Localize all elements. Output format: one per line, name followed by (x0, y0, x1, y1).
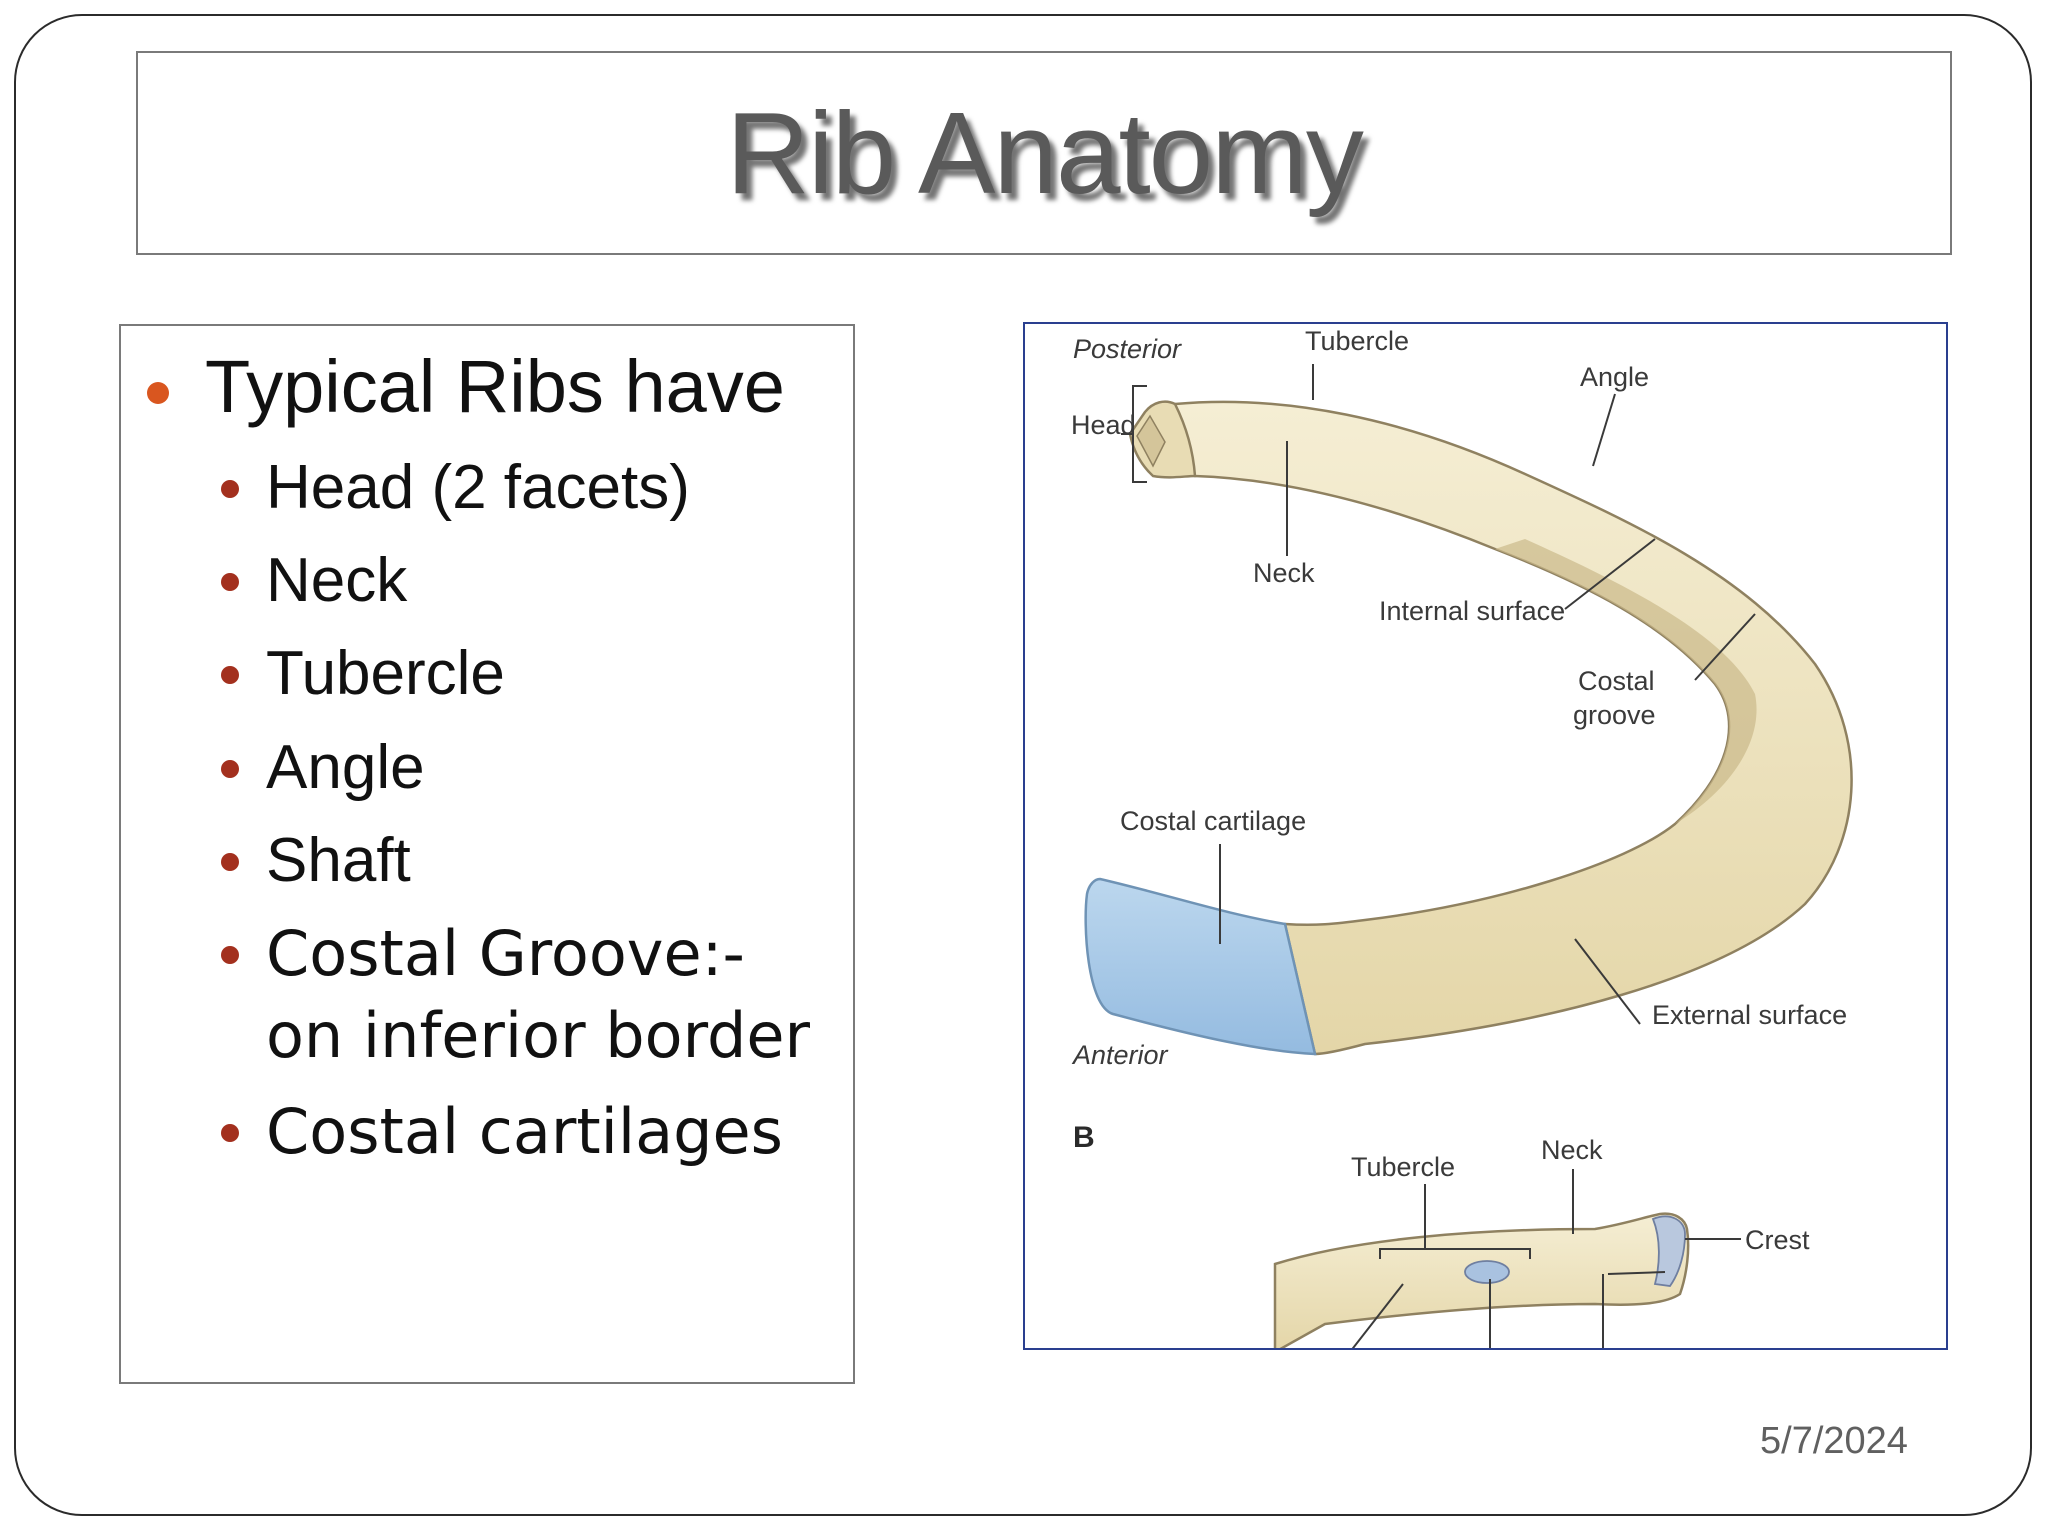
content-placeholder: Typical Ribs have Head (2 facets) Neck T… (119, 324, 855, 1384)
sub-bullet-text: Angle (266, 733, 425, 802)
label-posterior: Posterior (1073, 334, 1182, 364)
bullet-icon (221, 946, 239, 964)
label-anterior: Anterior (1071, 1040, 1169, 1070)
label-external-surface: External surface (1652, 1000, 1847, 1030)
sub-bullet-text: Neck (266, 546, 408, 615)
label-panel-b: B (1073, 1121, 1095, 1154)
leader-lines-b (1351, 1169, 1741, 1348)
sub-bullet-text: Tubercle (266, 639, 505, 708)
label-internal-surface: Internal surface (1379, 596, 1565, 626)
bullet-icon (221, 760, 239, 778)
bullet-icon (147, 382, 169, 404)
sub-bullet-text: Costal Groove:- (266, 917, 745, 990)
slide-title: Rib Anatomy (726, 88, 1364, 218)
head-facet (1136, 414, 1166, 468)
rib-shaft (1173, 400, 1853, 1056)
rib-illustration: Posterior Tubercle Angle Head Neck Inter… (1023, 322, 1948, 1350)
main-bullet-text: Typical Ribs have (205, 345, 785, 428)
rib-diagram: Posterior Tubercle Angle Head Neck Inter… (1071, 326, 1853, 1348)
label-costal: Costal (1578, 666, 1655, 696)
sub-bullet-text: on inferior border (266, 999, 810, 1072)
sub-bullet-text: Costal cartilages (266, 1095, 783, 1168)
label-crest: Crest (1745, 1225, 1810, 1255)
bullet-icon (221, 480, 239, 498)
label-neck: Neck (1253, 558, 1315, 588)
label-tubercle: Tubercle (1305, 326, 1409, 356)
internal-surface-shade (1495, 539, 1757, 824)
label-neck-b: Neck (1541, 1135, 1603, 1165)
sub-bullet-text: Head (2 facets) (266, 453, 690, 522)
costal-cartilage (1084, 877, 1317, 1056)
label-costal-cartilage: Costal cartilage (1120, 806, 1306, 836)
crest-facet (1651, 1215, 1686, 1287)
label-tubercle-b: Tubercle (1351, 1152, 1455, 1182)
label-head: Head (1071, 410, 1136, 440)
sub-bullet-text: Shaft (266, 826, 411, 895)
main-bullet-item: Typical Ribs have (121, 344, 857, 434)
slide-date: 5/7/2024 (1760, 1420, 1908, 1462)
label-angle: Angle (1580, 362, 1649, 392)
bullet-icon (221, 666, 239, 684)
leader-lines (1121, 364, 1756, 1025)
label-groove: groove (1573, 700, 1656, 730)
bullet-icon (221, 1124, 239, 1142)
bullet-icon (221, 573, 239, 591)
tubercle-facet (1464, 1260, 1510, 1284)
title-placeholder: Rib Anatomy (136, 51, 1952, 255)
bullet-icon (221, 853, 239, 871)
